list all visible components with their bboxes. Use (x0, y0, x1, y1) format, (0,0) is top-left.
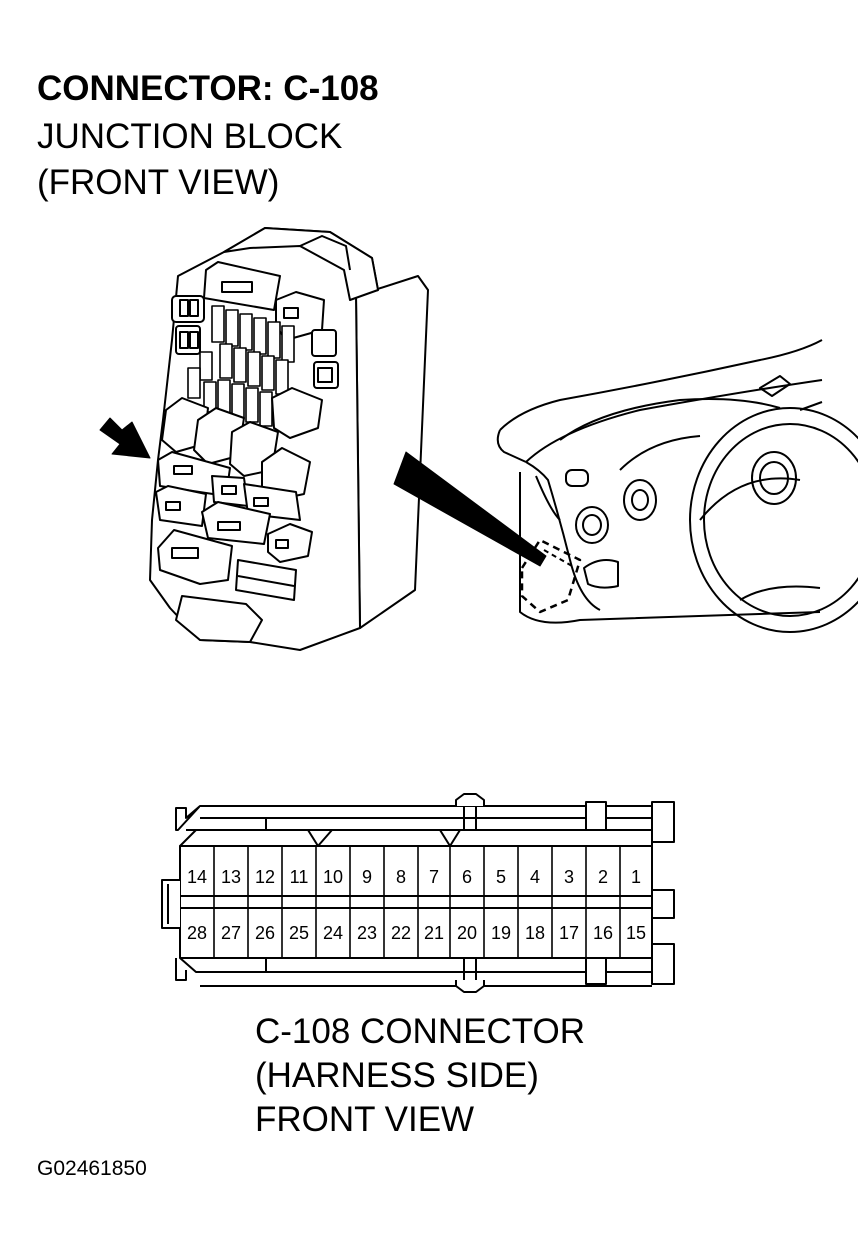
figure-id: G02461850 (37, 1157, 147, 1180)
pin-28: 28 (187, 923, 207, 943)
pin-24: 24 (323, 923, 343, 943)
connector-face: 14 13 12 11 10 9 8 7 6 5 4 3 2 1 28 27 2… (161, 793, 675, 993)
pin-5: 5 (496, 867, 506, 887)
junction-block-illustration (149, 227, 429, 651)
connector-caption-line2: (HARNESS SIDE) (255, 1056, 539, 1095)
pin-10: 10 (323, 867, 343, 887)
pin-16: 16 (593, 923, 613, 943)
fuse-grid (187, 305, 295, 427)
pointer-arrow (99, 417, 151, 459)
pin-3: 3 (564, 867, 574, 887)
pin-12: 12 (255, 867, 275, 887)
pin-8: 8 (396, 867, 406, 887)
pin-labels: 14 13 12 11 10 9 8 7 6 5 4 3 2 1 28 27 2… (187, 867, 646, 943)
pin-14: 14 (187, 867, 207, 887)
pin-2: 2 (598, 867, 608, 887)
pin-18: 18 (525, 923, 545, 943)
pin-9: 9 (362, 867, 372, 887)
pin-23: 23 (357, 923, 377, 943)
dashboard-illustration (496, 339, 858, 633)
pin-7: 7 (429, 867, 439, 887)
pin-15: 15 (626, 923, 646, 943)
connector-title: CONNECTOR: C-108 (37, 69, 379, 108)
pin-6: 6 (462, 867, 472, 887)
pin-26: 26 (255, 923, 275, 943)
pin-19: 19 (491, 923, 511, 943)
pin-20: 20 (457, 923, 477, 943)
pin-17: 17 (559, 923, 579, 943)
pin-22: 22 (391, 923, 411, 943)
pin-1: 1 (631, 867, 641, 887)
pin-11: 11 (290, 867, 309, 887)
pin-25: 25 (289, 923, 309, 943)
pin-21: 21 (424, 923, 444, 943)
pin-dividers (213, 846, 621, 958)
callout-wedge (393, 451, 547, 567)
junction-block-label: JUNCTION BLOCK (37, 117, 343, 156)
pin-13: 13 (221, 867, 241, 887)
connector-caption-line1: C-108 CONNECTOR (255, 1012, 585, 1051)
connector-caption-line3: FRONT VIEW (255, 1100, 475, 1139)
front-view-label: (FRONT VIEW) (37, 163, 280, 202)
pin-4: 4 (530, 867, 540, 887)
pin-27: 27 (221, 923, 241, 943)
